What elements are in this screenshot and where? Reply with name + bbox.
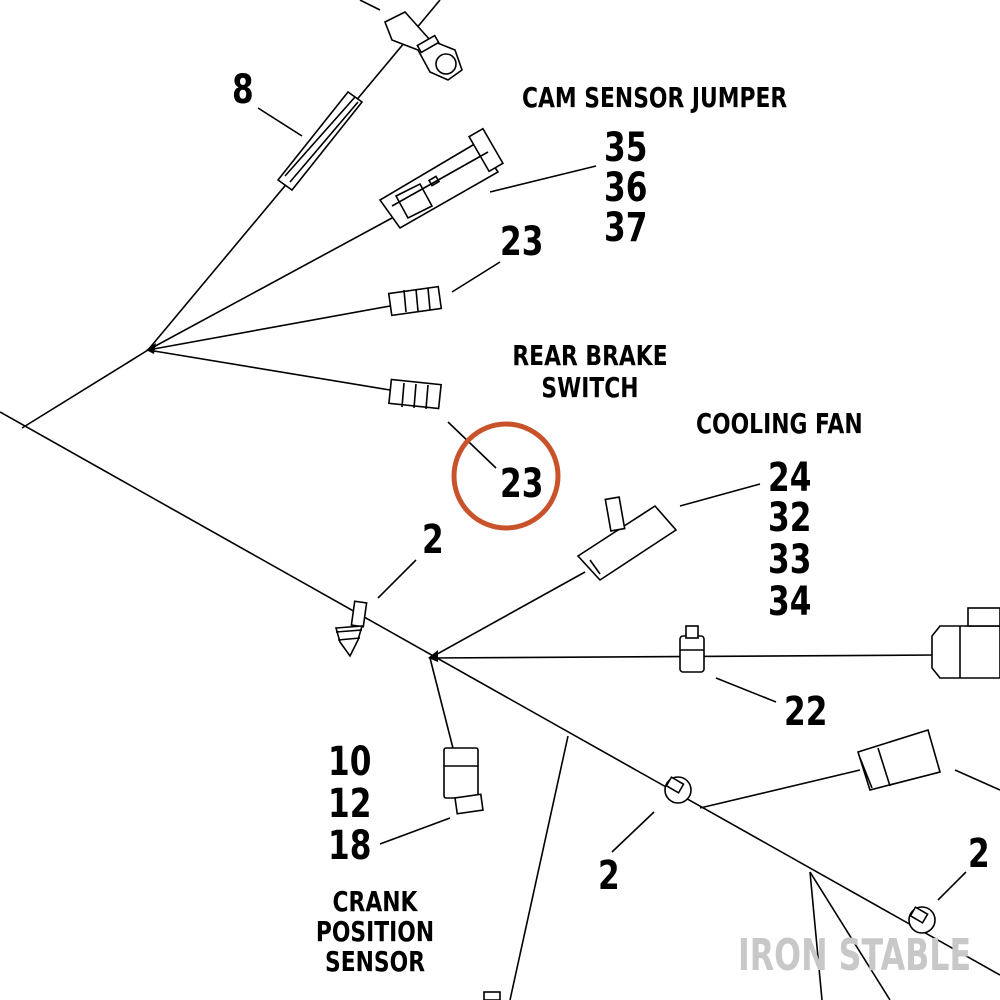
leader-lines <box>257 107 967 901</box>
crank-label-line2: POSITION <box>315 915 435 948</box>
cooling-fan-connector <box>576 496 678 582</box>
leader-24 <box>679 483 761 507</box>
watermark-text: IRON STABLE <box>738 930 972 981</box>
cam-sensor-jumper-label: CAM SENSOR JUMPER <box>522 81 788 114</box>
callout-2-left: 2 <box>422 517 444 563</box>
arrowheads <box>146 343 438 662</box>
leader-10 <box>379 817 451 845</box>
callout-33: 33 <box>768 537 812 583</box>
upper-branch-wire <box>21 349 149 429</box>
callout-34: 34 <box>768 579 812 625</box>
leader-8 <box>257 107 303 137</box>
callout-8: 8 <box>232 67 254 113</box>
callout-22: 22 <box>784 689 828 735</box>
wire-clip-right <box>908 906 936 934</box>
callout-37: 37 <box>604 205 648 251</box>
rear-brake-label-line1: REAR BRAKE <box>512 339 668 372</box>
lower-wire-b <box>809 871 823 1000</box>
lower-right-connector <box>856 728 941 791</box>
leader-23-highlight <box>447 421 497 469</box>
junction-arrow-upper <box>146 343 156 354</box>
lower-wire-a <box>509 735 569 1000</box>
callout-12: 12 <box>328 781 372 827</box>
connectors <box>276 11 1000 1000</box>
top-edge-wire <box>359 0 381 11</box>
callout-36: 36 <box>604 165 648 211</box>
rear-brake-switch-connector <box>388 378 442 410</box>
cam-sensor-jumper-connector <box>378 127 505 230</box>
junction-arrow-lower <box>428 650 438 662</box>
callout-24: 24 <box>768 455 812 501</box>
callout-35: 35 <box>604 125 648 171</box>
highlight-circle <box>451 421 561 531</box>
callout-32: 32 <box>768 495 812 541</box>
main-trunk-wire <box>0 411 1000 976</box>
wire-to-cooling-fan <box>429 571 586 659</box>
cooling-fan-label: COOLING FAN <box>696 407 863 440</box>
callout-10: 10 <box>328 739 372 785</box>
leader-23-top <box>451 261 501 293</box>
rear-brake-label-line2: SWITCH <box>541 371 639 404</box>
leader-35 <box>489 165 597 193</box>
wire-clip-mid <box>664 776 692 804</box>
bottom-stub-connector <box>483 991 501 1000</box>
ring-terminal-connector <box>383 11 463 81</box>
wire-to-cam-jumper <box>147 217 393 351</box>
connector-22 <box>679 625 705 673</box>
wire-to-lower-right-connector <box>699 769 861 809</box>
connector-23-top <box>387 285 443 317</box>
callout-23-highlight: 23 <box>500 461 544 507</box>
callout-23-top: 23 <box>500 219 544 265</box>
crank-label-line3: SENSOR <box>324 945 426 978</box>
right-edge-wire <box>954 769 1000 791</box>
wire-to-crank-sensor <box>429 657 457 761</box>
push-pin-clip-left <box>334 600 368 658</box>
leader-22 <box>715 677 777 703</box>
right-edge-connector <box>931 607 1000 679</box>
sleeve-part-8 <box>276 90 364 192</box>
crank-label-line1: CRANK <box>332 885 418 918</box>
leader-2-right <box>937 871 967 901</box>
crank-sensor-connector <box>443 747 484 815</box>
wire-to-connector-23-top <box>147 305 391 351</box>
wire-to-rear-brake-switch <box>147 349 391 391</box>
leader-2-mid <box>611 811 655 853</box>
callout-2-mid: 2 <box>598 853 620 899</box>
leader-2-left <box>377 559 417 599</box>
callout-2-right: 2 <box>968 831 990 877</box>
callout-18: 18 <box>328 823 372 869</box>
lower-wire-c <box>809 871 891 1000</box>
